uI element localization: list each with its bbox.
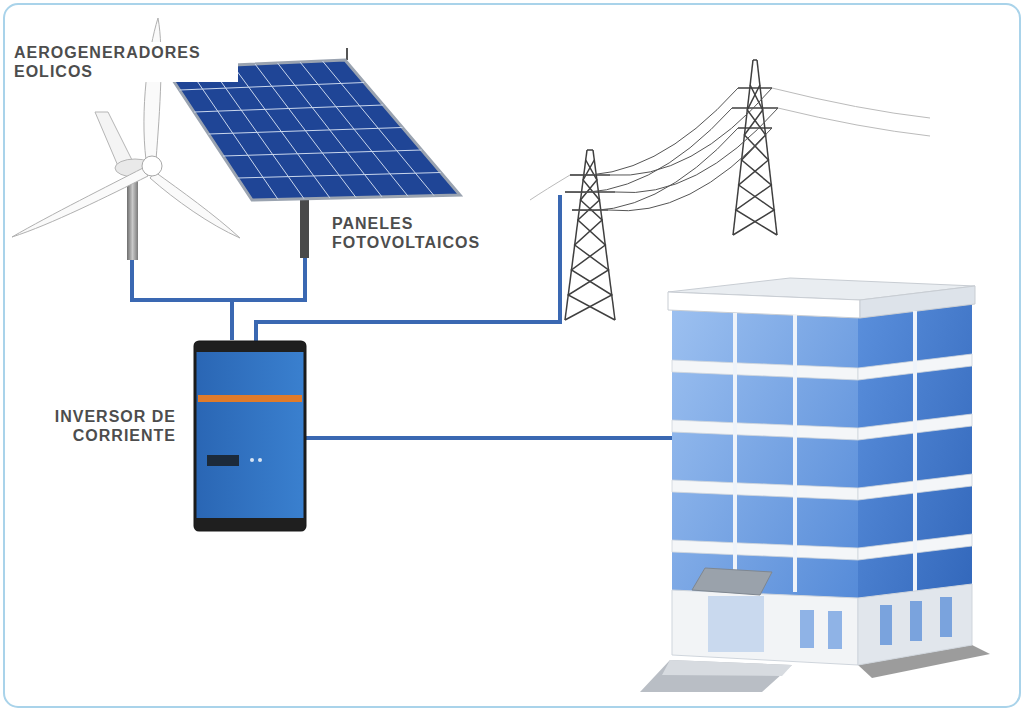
power-tower xyxy=(738,87,772,89)
office-building xyxy=(858,584,972,665)
solar-panel xyxy=(194,105,383,112)
office-building xyxy=(735,311,915,592)
office-building xyxy=(692,568,772,595)
solar-panel xyxy=(238,173,441,179)
inverter-device xyxy=(195,342,305,530)
solar-panel xyxy=(223,150,422,156)
office-building xyxy=(640,660,792,692)
inverter-device xyxy=(250,458,254,462)
inverter-node: INVERSOR DE CORRIENTE xyxy=(60,340,308,532)
wind-turbine xyxy=(142,156,162,176)
power-cable xyxy=(232,258,305,340)
layout-wire xyxy=(305,436,672,440)
power-cable xyxy=(132,260,232,340)
power-tower xyxy=(568,160,615,320)
office-building xyxy=(708,596,764,652)
office-building xyxy=(672,590,858,665)
inverter-device xyxy=(258,458,262,462)
inverter-device xyxy=(195,342,305,530)
power-line xyxy=(778,108,930,136)
solar-panel xyxy=(180,83,365,91)
power-line xyxy=(530,88,930,211)
frame-border xyxy=(4,4,1020,707)
office-building xyxy=(672,420,858,440)
office-building xyxy=(672,360,858,380)
power-line xyxy=(608,128,772,211)
office-building xyxy=(672,354,972,560)
power-line xyxy=(565,108,732,193)
office-building xyxy=(733,313,737,590)
office-building xyxy=(800,610,814,648)
power-line xyxy=(615,108,778,193)
power-line xyxy=(530,175,570,200)
inverter-device xyxy=(198,395,302,402)
office-building xyxy=(860,286,975,318)
power-tower xyxy=(732,107,778,109)
wind-turbine xyxy=(95,112,132,166)
power-tower xyxy=(587,149,593,151)
wind-turbine xyxy=(150,172,240,238)
office-building xyxy=(880,605,892,645)
office-building xyxy=(793,315,797,592)
wind-turbine xyxy=(127,176,138,260)
office-building xyxy=(640,278,990,692)
power-line xyxy=(772,88,930,118)
inverter-device xyxy=(207,455,239,466)
turbine-node: AEROGENERADORES EOLICOS xyxy=(8,38,248,260)
power-line xyxy=(572,128,738,211)
office-building xyxy=(672,480,858,500)
wind-turbine xyxy=(12,18,240,260)
wind-turbine xyxy=(12,168,148,237)
power-tower xyxy=(753,59,757,61)
power-line xyxy=(570,88,738,175)
wind-turbine xyxy=(144,18,161,160)
office-building xyxy=(668,292,860,318)
office-building xyxy=(828,611,842,649)
solar-panel xyxy=(346,48,348,60)
component-label: PANELES FOTOVOLTAICOS xyxy=(330,213,512,253)
office-building xyxy=(940,597,952,637)
power-tower xyxy=(565,60,778,320)
inverter-device xyxy=(195,518,305,530)
office-building xyxy=(662,660,792,676)
solar-panel xyxy=(209,128,403,135)
power-tower xyxy=(738,127,772,129)
solar-panel-node: PANELES FOTOVOLTAICOS xyxy=(160,52,514,258)
component-label: AEROGENERADORES EOLICOS xyxy=(12,42,238,82)
office-building xyxy=(672,540,858,560)
component-label: INVERSOR DE CORRIENTE xyxy=(28,406,178,446)
inverter-device xyxy=(195,342,305,352)
office-building xyxy=(913,311,917,592)
power-tower xyxy=(565,160,612,320)
office-building xyxy=(910,601,922,641)
